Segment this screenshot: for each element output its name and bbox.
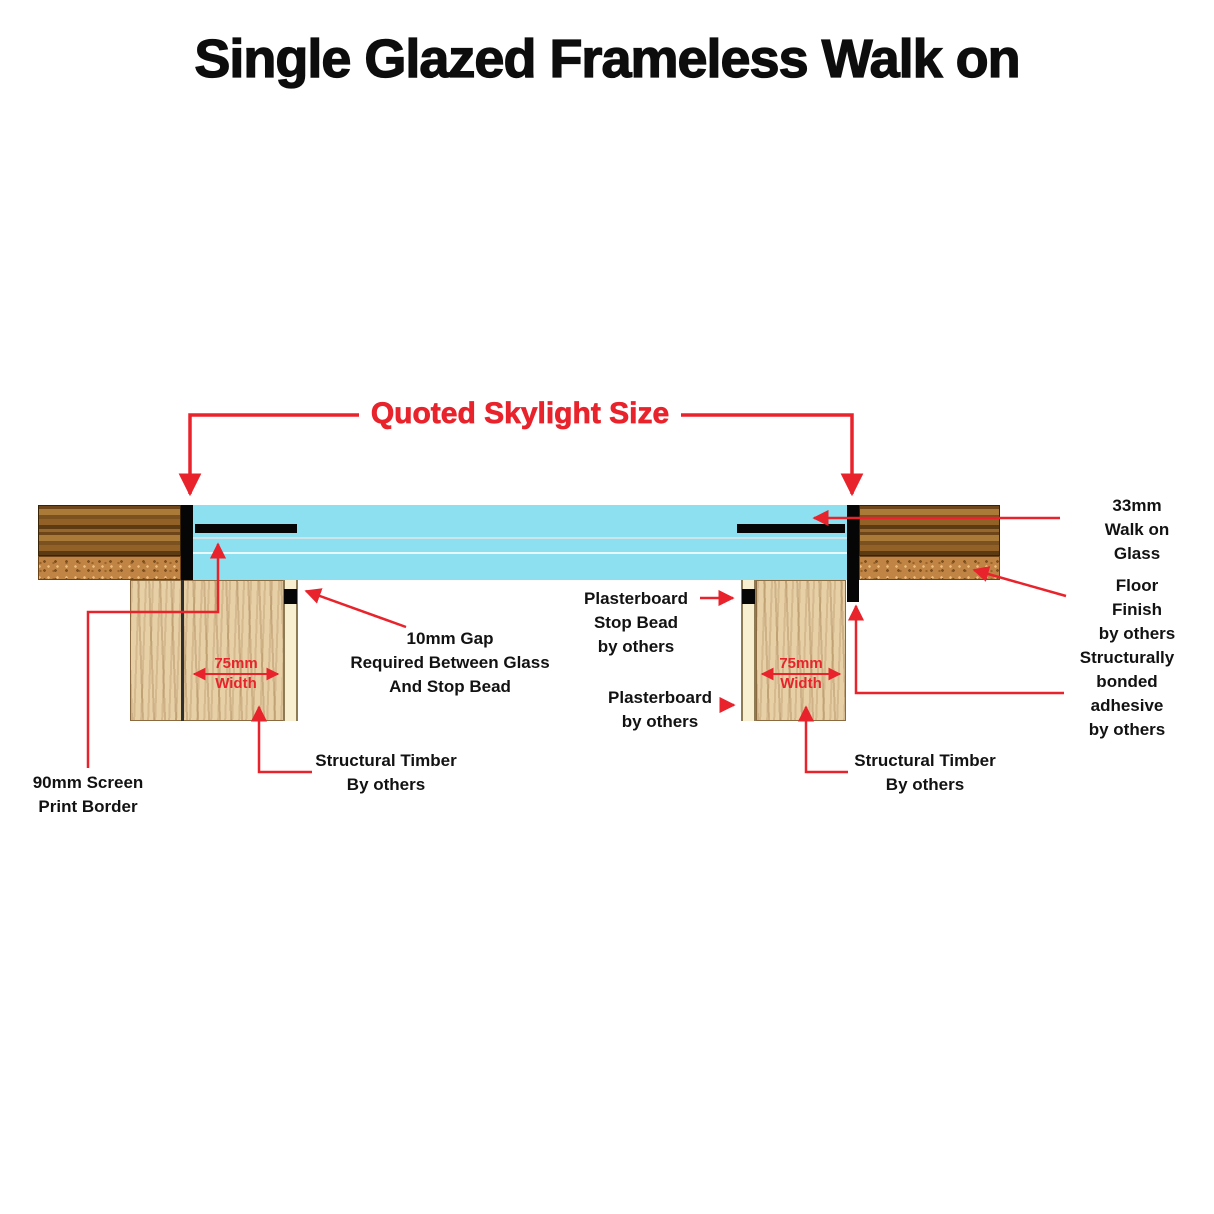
- callout-gap-note: 10mm Gap Required Between Glass And Stop…: [350, 629, 550, 696]
- callout-screen-print-border: 90mm Screen Print Border: [32, 773, 144, 816]
- callout-stop-bead: Plasterboard Stop Bead by others: [584, 589, 688, 656]
- floor-finish-wood-right: [859, 505, 1000, 556]
- screen-print-border-right: [737, 524, 845, 533]
- structural-timber-left: [130, 580, 298, 721]
- callout-floor-finish: Floor Finish by others: [1098, 576, 1176, 643]
- adhesive-stub-right: [847, 580, 859, 602]
- glass-layer-line-lower: [193, 552, 847, 554]
- floor-finish-cork-right: [859, 556, 1000, 580]
- glass-panel: [193, 505, 847, 580]
- callout-plasterboard: Plasterboard by others: [608, 688, 712, 731]
- dimension-width-left: 75mm Width: [214, 655, 258, 692]
- callout-walk-on-glass: 33mm Walk on Glass: [1104, 496, 1170, 563]
- screen-print-border-left: [195, 524, 297, 533]
- plasterboard-right: [741, 580, 756, 721]
- callout-structural-timber-right: Structural Timber By others: [854, 751, 996, 794]
- structural-timber-right: [756, 580, 846, 721]
- stop-bead-right: [742, 589, 755, 604]
- dimension-width-right: 75mm Width: [779, 655, 823, 692]
- adhesive-bar-right: [847, 505, 859, 580]
- quoted-skylight-size-label: Quoted Skylight Size: [370, 397, 670, 431]
- glass-layer-line-upper: [193, 537, 847, 539]
- page-title: Single Glazed Frameless Walk on: [194, 28, 1022, 89]
- stop-bead-left: [284, 589, 297, 604]
- adhesive-bar-left: [181, 505, 193, 580]
- callout-structural-timber-left: Structural Timber By others: [315, 751, 457, 794]
- floor-finish-wood-left: [38, 505, 181, 556]
- callout-bonded-adhesive: Structurally bonded adhesive by others: [1079, 648, 1175, 739]
- timber-joint-line-left: [181, 580, 184, 721]
- plasterboard-left: [283, 580, 298, 721]
- floor-finish-cork-left: [38, 556, 181, 580]
